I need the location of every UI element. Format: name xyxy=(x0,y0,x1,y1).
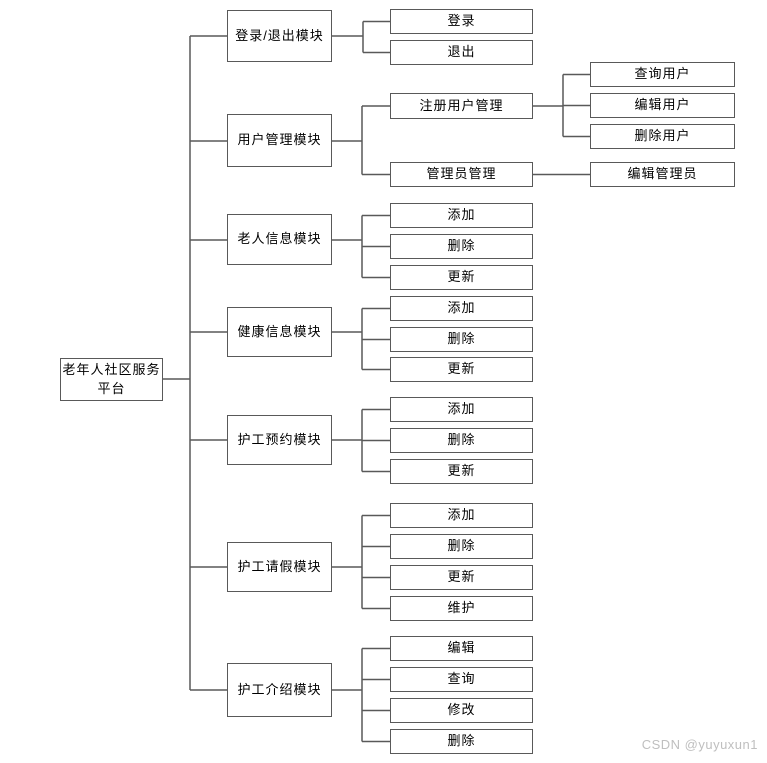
node-intro-edit: 编辑 xyxy=(390,636,533,661)
watermark: CSDN @yuyuxun1 xyxy=(641,737,758,752)
node-elder-delete: 删除 xyxy=(390,234,533,259)
node-caregiver-booking-module: 护工预约模块 xyxy=(227,415,332,465)
node-delete-user: 删除用户 xyxy=(590,124,735,149)
node-health-info-module: 健康信息模块 xyxy=(227,307,332,357)
node-elder-update: 更新 xyxy=(390,265,533,290)
node-booking-update: 更新 xyxy=(390,459,533,484)
node-intro-query: 查询 xyxy=(390,667,533,692)
node-leave-maintain: 维护 xyxy=(390,596,533,621)
node-query-user: 查询用户 xyxy=(590,62,735,87)
node-booking-delete: 删除 xyxy=(390,428,533,453)
node-health-delete: 删除 xyxy=(390,327,533,352)
node-logout: 退出 xyxy=(390,40,533,65)
node-elder-info-module: 老人信息模块 xyxy=(227,214,332,265)
node-login-logout-module: 登录/退出模块 xyxy=(227,10,332,62)
node-booking-add: 添加 xyxy=(390,397,533,422)
node-leave-delete: 删除 xyxy=(390,534,533,559)
node-health-update: 更新 xyxy=(390,357,533,382)
node-caregiver-leave-module: 护工请假模块 xyxy=(227,542,332,592)
node-leave-add: 添加 xyxy=(390,503,533,528)
node-caregiver-intro-module: 护工介绍模块 xyxy=(227,663,332,717)
node-intro-delete: 删除 xyxy=(390,729,533,754)
node-health-add: 添加 xyxy=(390,296,533,321)
node-edit-user: 编辑用户 xyxy=(590,93,735,118)
node-elder-add: 添加 xyxy=(390,203,533,228)
node-root: 老年人社区服务平台 xyxy=(60,358,163,401)
node-login: 登录 xyxy=(390,9,533,34)
node-user-management-module: 用户管理模块 xyxy=(227,114,332,167)
node-admin-mgmt: 管理员管理 xyxy=(390,162,533,187)
node-leave-update: 更新 xyxy=(390,565,533,590)
node-registered-user-mgmt: 注册用户管理 xyxy=(390,93,533,119)
node-edit-admin: 编辑管理员 xyxy=(590,162,735,187)
node-intro-modify: 修改 xyxy=(390,698,533,723)
